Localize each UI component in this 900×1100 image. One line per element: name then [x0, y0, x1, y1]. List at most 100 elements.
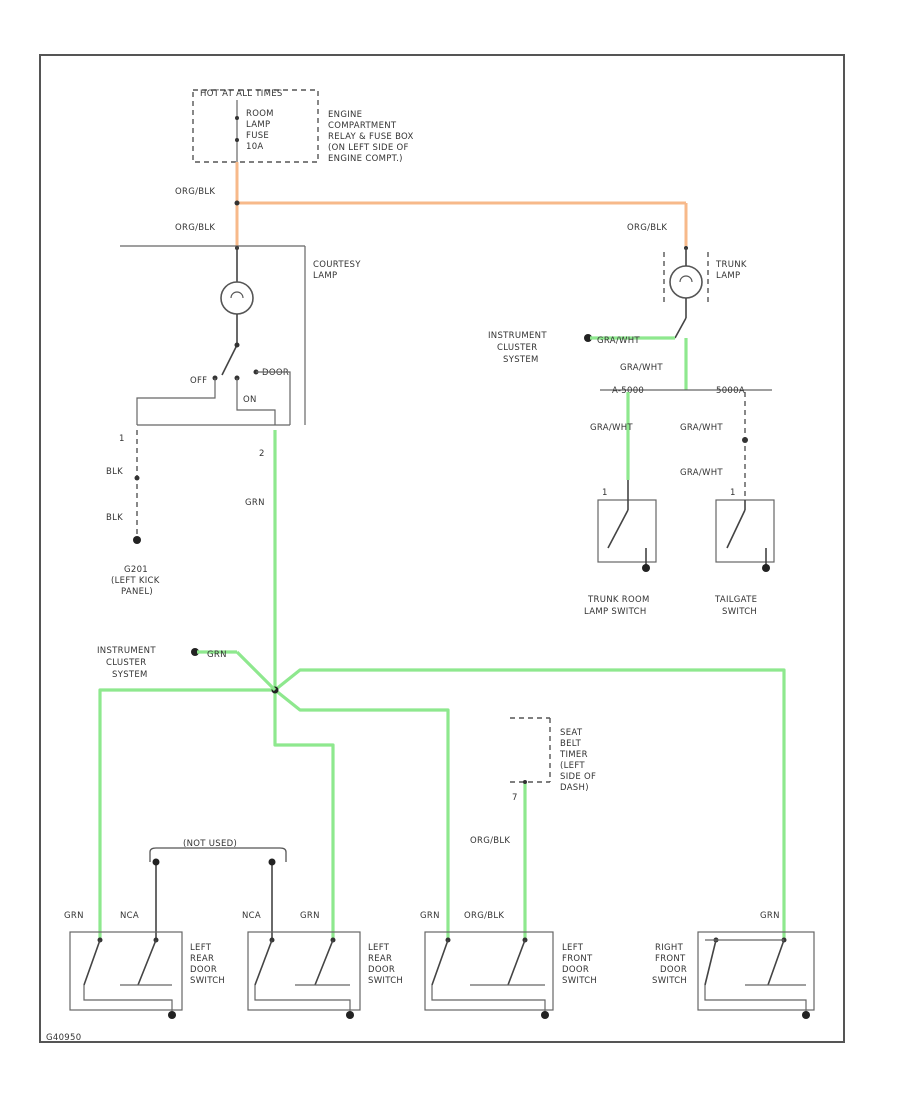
lr1-nca-label: NCA [120, 911, 139, 921]
lr1-label-line1: LEFT [190, 943, 212, 953]
courtesy-lamp-label-line2: LAMP [313, 271, 337, 281]
trunk-lamp-label-line2: LAMP [716, 271, 740, 281]
seat-belt-timer-line3: TIMER [559, 750, 588, 760]
seat-belt-timer-line2: BELT [560, 739, 582, 749]
courtesy-lamp-bulb-icon [220, 281, 254, 315]
connector-b-label: 5000A [716, 386, 745, 396]
gra-wht-label-upper: GRA/WHT [597, 336, 640, 346]
orange-wire: ORG/BLK ORG/BLK ORG/BLK [175, 162, 688, 246]
connector-a-label: A-5000 [612, 386, 644, 396]
fuse-label-line4: 10A [246, 142, 264, 152]
tailgate-switch-label-line1: TAILGATE [714, 595, 757, 605]
rf-label-line4: SWITCH [652, 976, 687, 986]
lf-label-line1: LEFT [562, 943, 584, 953]
ground-label-line2: (LEFT KICK [111, 576, 160, 586]
instrument-cluster-upper-line2: CLUSTER [497, 343, 537, 353]
not-used-bracket: (NOT USED) [149, 839, 287, 940]
seat-belt-timer-line6: DASH) [560, 783, 589, 793]
trunk-lamp-label-line1: TRUNK [715, 260, 747, 270]
lr2-label-line2: REAR [368, 954, 392, 964]
courtesy-lamp: OFF DOOR ON COURTESY LAMP 1 2 [119, 245, 361, 459]
trunk-room-lamp-switch: 1 TRUNK ROOM LAMP SWITCH [584, 480, 657, 617]
left-rear-door-switch-2: NCA GRN LEFT REAR DOOR SWITCH [242, 911, 403, 1019]
trunk-switch-pin1: 1 [602, 488, 608, 498]
green-main-wire: GRN [98, 430, 786, 940]
left-front-door-switch: GRN ORG/BLK LEFT FRONT DOOR SWITCH [420, 911, 597, 1019]
instrument-cluster-lower-line1: INSTRUMENT [97, 646, 156, 656]
instrument-cluster-upper-line1: INSTRUMENT [488, 331, 547, 341]
right-front-door-switch: GRN RIGHT FRONT DOOR SWITCH [652, 911, 815, 1019]
courtesy-lamp-label-line1: COURTESY [313, 260, 361, 270]
hot-at-all-times-label: HOT AT ALL TIMES [200, 89, 283, 99]
seat-belt-timer-line1: SEAT [560, 728, 583, 738]
trunk-switch-branch: GRA/WHT A-5000 5000A GRA/WHT GRA/WHT GRA… [590, 338, 772, 500]
lf-label-line4: SWITCH [562, 976, 597, 986]
trunk-switch-label-line2: LAMP SWITCH [584, 607, 647, 617]
fuse-location-line5: ENGINE COMPT.) [328, 154, 403, 164]
lr1-label-line4: SWITCH [190, 976, 225, 986]
lr2-label-line1: LEFT [368, 943, 390, 953]
lr2-label-line3: DOOR [368, 965, 395, 975]
courtesy-on-label: ON [243, 395, 257, 405]
fuse-label-line3: FUSE [246, 131, 269, 141]
seat-belt-timer: SEAT BELT TIMER (LEFT SIDE OF DASH) 7 OR… [470, 717, 596, 940]
gra-wht-label-4: GRA/WHT [680, 423, 723, 433]
instrument-cluster-lower-line2: CLUSTER [106, 658, 146, 668]
fuse-label-line1: ROOM [246, 109, 274, 119]
fuse-location-line3: RELAY & FUSE BOX [328, 132, 414, 142]
tailgate-switch: 1 TAILGATE SWITCH [714, 488, 775, 617]
lr2-label-line4: SWITCH [368, 976, 403, 986]
blk-label-2: BLK [106, 513, 123, 523]
courtesy-door-label: DOOR [262, 368, 289, 378]
gra-wht-label-5: GRA/WHT [680, 468, 723, 478]
trunk-lamp-bulb-icon [669, 265, 703, 299]
gra-wht-label-2: GRA/WHT [620, 363, 663, 373]
courtesy-off-label: OFF [190, 376, 207, 386]
rf-label-line3: DOOR [660, 965, 687, 975]
instrument-cluster-lower: INSTRUMENT CLUSTER SYSTEM GRN [97, 646, 277, 692]
rf-label-line2: FRONT [655, 954, 686, 964]
tailgate-switch-label-line2: SWITCH [722, 607, 757, 617]
org-blk-label-seatbelt: ORG/BLK [470, 836, 510, 846]
lr1-grn-label: GRN [64, 911, 84, 921]
rf-label-line1: RIGHT [655, 943, 684, 953]
seat-belt-timer-line4: (LEFT [560, 761, 585, 771]
org-blk-label-2: ORG/BLK [175, 223, 215, 233]
lf-grn-label: GRN [420, 911, 440, 921]
diagram-frame [39, 54, 845, 1043]
lr1-label-line3: DOOR [190, 965, 217, 975]
gra-wht-label-3: GRA/WHT [590, 423, 633, 433]
org-blk-label-3: ORG/BLK [627, 223, 667, 233]
lr1-label-line2: REAR [190, 954, 214, 964]
instrument-cluster-lower-line3: SYSTEM [112, 670, 148, 680]
courtesy-pin2-label: 2 [259, 449, 265, 459]
seat-belt-timer-line5: SIDE OF [560, 772, 596, 782]
grn-label-main: GRN [245, 498, 265, 508]
figure-code: G40950 [46, 1033, 81, 1043]
left-rear-door-switch-1: GRN NCA LEFT REAR DOOR SWITCH [64, 911, 225, 1019]
org-blk-label-1: ORG/BLK [175, 187, 215, 197]
fuse-location-line2: COMPARTMENT [328, 121, 397, 131]
fuse-location-line4: (ON LEFT SIDE OF [328, 143, 409, 153]
lf-org-blk-label: ORG/BLK [464, 911, 504, 921]
fuse-location-line1: ENGINE [328, 110, 362, 120]
lr2-nca-label: NCA [242, 911, 261, 921]
trunk-lamp: TRUNK LAMP [663, 246, 747, 339]
lr2-grn-label: GRN [300, 911, 320, 921]
tailgate-switch-pin1: 1 [730, 488, 736, 498]
instrument-cluster-upper: INSTRUMENT CLUSTER SYSTEM GRA/WHT [488, 331, 675, 365]
courtesy-pin1-label: 1 [119, 434, 125, 444]
ground-label-line1: G201 [124, 565, 148, 575]
blk-label-1: BLK [106, 467, 123, 477]
trunk-switch-label-line1: TRUNK ROOM [587, 595, 650, 605]
lf-label-line2: FRONT [562, 954, 593, 964]
ground-branch: BLK BLK G201 (LEFT KICK PANEL) [106, 430, 160, 597]
seat-belt-pin7: 7 [512, 793, 518, 803]
fuse-label-line2: LAMP [246, 120, 270, 130]
fuse-box: HOT AT ALL TIMES ROOM LAMP FUSE 10A ENGI… [192, 89, 414, 164]
instrument-cluster-upper-line3: SYSTEM [503, 355, 539, 365]
lf-label-line3: DOOR [562, 965, 589, 975]
ground-label-line3: PANEL) [121, 587, 153, 597]
grn-lc-label: GRN [207, 650, 227, 660]
